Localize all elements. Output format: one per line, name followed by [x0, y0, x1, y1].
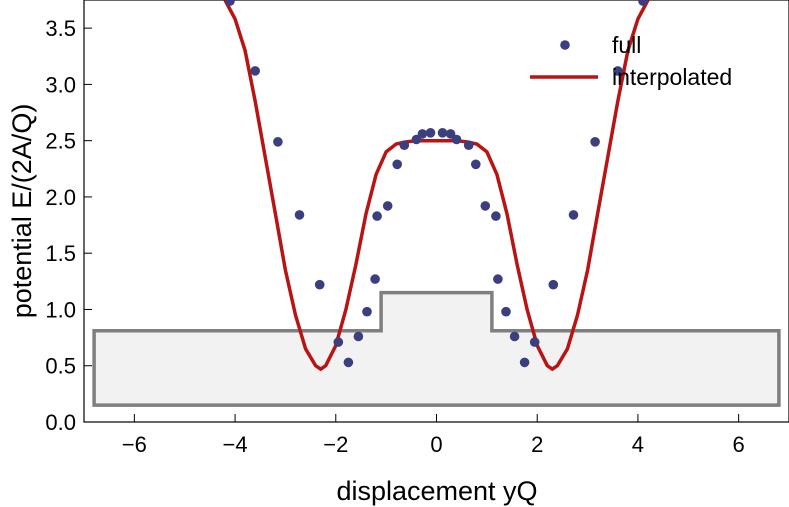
- data-point: [294, 210, 305, 220]
- data-point: [392, 159, 403, 170]
- data-point: [501, 306, 511, 317]
- data-point: [411, 134, 422, 145]
- data-point: [480, 201, 491, 211]
- full-points: [225, 0, 648, 368]
- data-point: [471, 159, 481, 170]
- legend: full interpolated: [530, 32, 732, 90]
- data-point: [493, 274, 503, 284]
- data-point: [333, 337, 344, 347]
- y-tick-label: 2.5: [45, 129, 76, 154]
- y-tick-label: 3.0: [45, 72, 76, 97]
- data-point: [362, 306, 372, 317]
- data-point: [548, 279, 559, 290]
- y-tick-label: 0.5: [45, 354, 76, 379]
- plot-area: [83, 0, 789, 423]
- legend-full-marker: [560, 40, 570, 50]
- y-axis-title: potential E/(2A/Q): [7, 104, 37, 319]
- x-tick-label: 4: [632, 432, 644, 457]
- x-tick-label: −6: [122, 432, 147, 457]
- x-tick-label: 2: [531, 432, 543, 457]
- data-point: [370, 274, 380, 284]
- data-point: [463, 140, 474, 150]
- y-axis: 0.0 0.5 1.0 1.5 2.0 2.5 3.0 3.5: [45, 16, 92, 435]
- data-point: [590, 137, 600, 147]
- data-point: [529, 337, 540, 347]
- legend-full-label: full: [612, 32, 641, 58]
- data-point: [437, 128, 448, 138]
- x-tick-label: 0: [430, 432, 442, 457]
- y-tick-label: 1.5: [45, 241, 76, 266]
- data-point: [509, 331, 520, 342]
- y-tick-label: 0.0: [45, 410, 76, 435]
- y-tick-label: 3.5: [45, 16, 76, 41]
- data-point: [225, 0, 235, 6]
- x-tick-label: −4: [223, 432, 248, 457]
- data-point: [250, 66, 260, 76]
- y-tick-label: 1.0: [45, 297, 76, 322]
- data-point: [343, 357, 354, 368]
- data-point: [638, 0, 648, 6]
- data-point: [353, 331, 364, 342]
- y-tick-label: 2.0: [45, 185, 76, 210]
- data-point: [425, 128, 436, 138]
- x-axis-title: displacement yQ: [336, 476, 537, 506]
- data-point: [451, 134, 462, 145]
- data-point: [399, 140, 410, 150]
- data-point: [613, 66, 623, 76]
- data-point: [273, 137, 283, 147]
- x-tick-label: −2: [323, 432, 348, 457]
- data-point: [314, 279, 325, 290]
- data-point: [519, 357, 530, 368]
- x-axis: −6 −4 −2 0 2 4 6: [122, 414, 745, 457]
- data-point: [445, 129, 456, 139]
- step-region: [92, 290, 781, 407]
- data-point: [417, 129, 428, 139]
- data-point: [382, 201, 393, 211]
- data-point: [491, 211, 501, 221]
- x-tick-label: 6: [733, 432, 745, 457]
- data-point: [568, 210, 579, 220]
- legend-interpolated-label: interpolated: [612, 64, 732, 90]
- data-point: [372, 211, 382, 221]
- interpolated-line: [223, 0, 650, 372]
